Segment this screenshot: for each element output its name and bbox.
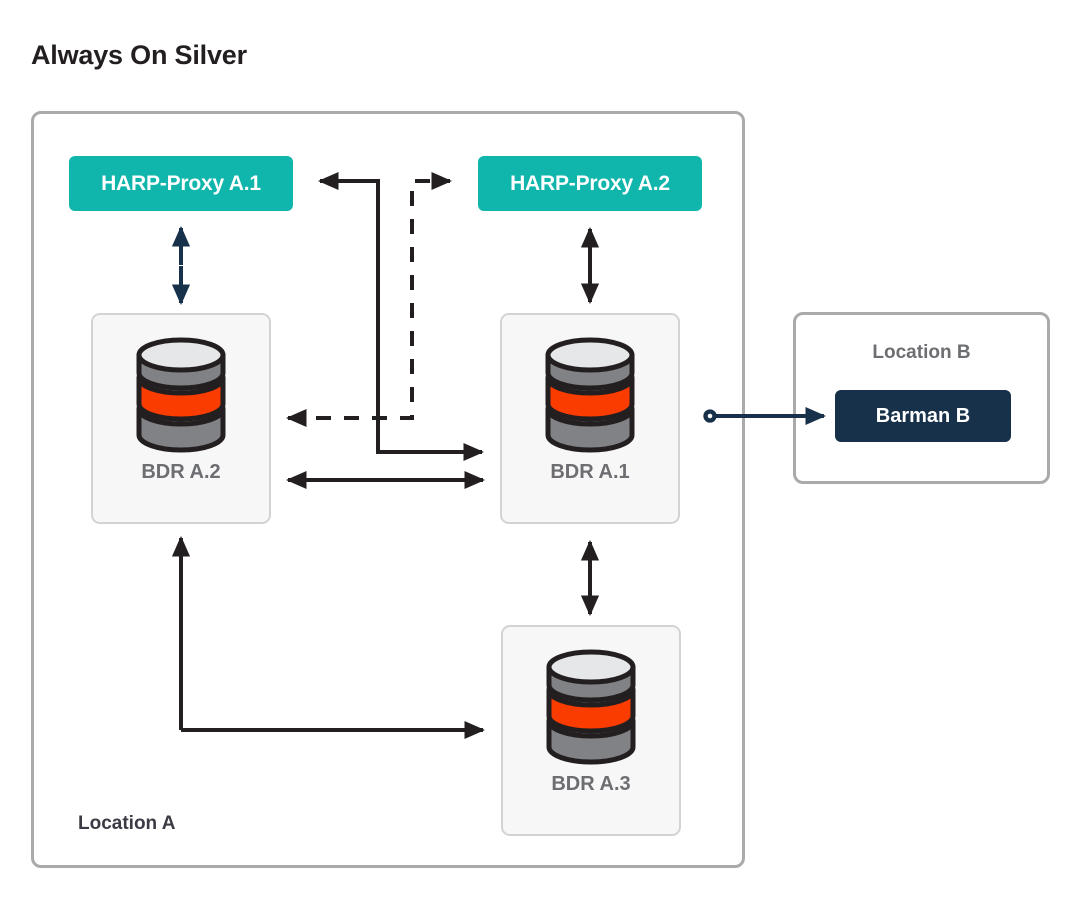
bdr-a3-label: BDR A.3	[551, 773, 631, 795]
barman-b-box[interactable]: Barman B	[835, 390, 1011, 442]
database-icon	[136, 337, 226, 453]
bdr-a2-label: BDR A.2	[141, 461, 221, 483]
barman-b-label: Barman B	[875, 404, 971, 427]
harp-proxy-a1-box[interactable]: HARP-Proxy A.1	[69, 156, 293, 211]
location-a-label: Location A	[78, 813, 176, 834]
page-title: Always On Silver	[31, 40, 247, 70]
database-icon	[545, 337, 635, 453]
harp-proxy-a2-box[interactable]: HARP-Proxy A.2	[478, 156, 702, 211]
harp-proxy-a2-label: HARP-Proxy A.2	[510, 171, 670, 195]
bdr-a2-card[interactable]: BDR A.2	[91, 313, 271, 524]
bdr-a1-label: BDR A.1	[550, 461, 630, 483]
harp-proxy-a1-label: HARP-Proxy A.1	[101, 171, 261, 195]
location-b-label: Location B	[872, 342, 971, 363]
database-icon	[546, 649, 636, 765]
bdr-a1-card[interactable]: BDR A.1	[500, 313, 680, 524]
bdr-a3-card[interactable]: BDR A.3	[501, 625, 681, 836]
